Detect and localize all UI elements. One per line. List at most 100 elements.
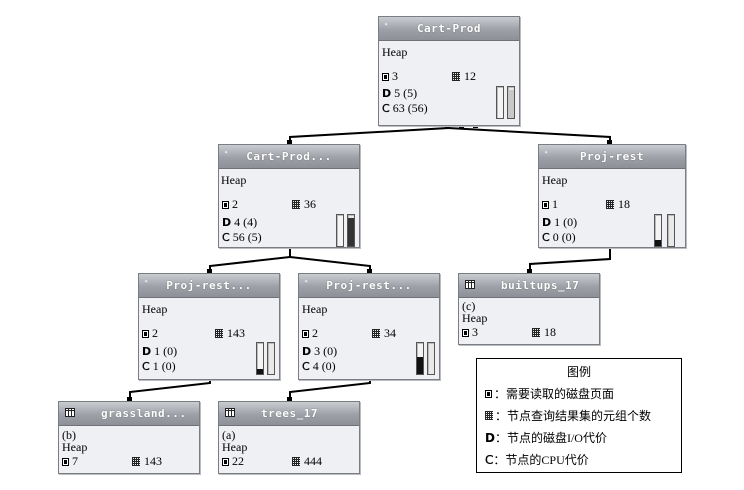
cpu-value: 0 (0)	[552, 230, 576, 244]
node-tag: (b)	[62, 428, 76, 442]
star-icon: ✦	[224, 148, 229, 156]
storage-type: Heap	[62, 440, 88, 454]
node-grassland[interactable]: grassland... (b) Heap 7 143	[58, 401, 200, 474]
disk-cost-icon: D	[142, 345, 152, 358]
cpu-value: 56 (5)	[232, 230, 262, 244]
legend-cpu-desc: ：节点的CPU代价	[493, 453, 589, 467]
legend-pages-desc: ：需要读取的磁盘页面	[494, 387, 615, 401]
connector-dot	[287, 397, 292, 402]
tuples-value: 18	[618, 197, 630, 211]
pages-value: 2	[312, 326, 318, 340]
pages-icon	[382, 73, 389, 81]
disk-cost-icon: D	[302, 345, 312, 358]
cpu-cost-icon: C	[542, 231, 550, 244]
node-title: trees_17	[261, 407, 318, 420]
node-title-bar[interactable]: ✦ Proj-rest...	[139, 274, 279, 298]
storage-type: Heap	[542, 173, 568, 187]
node-title-bar[interactable]: ✦ Cart-Prod	[379, 17, 519, 41]
star-icon: ✦	[384, 20, 389, 28]
pages-stat: 1	[542, 197, 558, 211]
pages-stat: 2	[142, 326, 158, 340]
cost-bar-2	[347, 214, 355, 247]
connector-dot	[607, 140, 612, 145]
tuples-stat: 444	[292, 454, 322, 468]
legend-tuples-desc: ：节点查询结果集的元组个数	[495, 409, 652, 423]
edge-root-projrest	[447, 127, 611, 143]
edge-cartprod-b	[289, 256, 371, 272]
tuples-stat: 36	[292, 197, 316, 211]
edge-projrest-builtups	[529, 246, 611, 272]
legend: 图例 ：需要读取的磁盘页面 ：节点查询结果集的元组个数 D ：节点的磁盘I/O代…	[476, 358, 682, 473]
connector-dot	[127, 397, 132, 402]
cost-bar-fill	[655, 239, 661, 246]
pages-value: 3	[392, 69, 398, 83]
tuples-stat: 143	[215, 326, 245, 340]
pages-stat: 2	[222, 197, 238, 211]
pages-icon	[222, 201, 229, 209]
cost-bar-1	[496, 86, 504, 119]
pages-value: 7	[72, 454, 78, 468]
disk-cost-icon: D	[542, 216, 552, 229]
tuples-stat: 18	[532, 325, 556, 339]
tuples-icon	[452, 72, 460, 81]
pages-icon	[462, 329, 469, 337]
node-trees[interactable]: trees_17 (a) Heap 22 444	[218, 401, 360, 474]
node-title: grassland...	[101, 407, 187, 420]
pages-value: 2	[152, 326, 158, 340]
node-title: builtups_17	[501, 279, 580, 292]
edge-cartprod-a	[209, 246, 291, 272]
connector-dot	[527, 269, 532, 274]
cpu-cost-icon: C	[222, 231, 230, 244]
node-title-bar[interactable]: builtups_17	[459, 274, 599, 298]
pages-icon	[62, 458, 69, 466]
tuples-stat: 12	[452, 69, 476, 83]
node-title-bar[interactable]: trees_17	[219, 402, 359, 426]
pages-icon	[222, 458, 229, 466]
table-icon	[65, 408, 75, 417]
storage-type: Heap	[221, 173, 247, 187]
pages-icon	[542, 201, 549, 209]
node-builtups[interactable]: builtups_17 (c) Heap 3 18	[458, 273, 600, 345]
tuples-icon	[132, 457, 140, 466]
pages-value: 22	[232, 454, 244, 468]
disk-value: 1 (0)	[154, 344, 178, 358]
disk-cost-icon: D	[382, 87, 392, 100]
tuples-value: 12	[464, 69, 476, 83]
legend-row-tuples: ：节点查询结果集的元组个数	[485, 407, 651, 424]
disk-value: 1 (0)	[554, 215, 578, 229]
tuples-icon	[485, 411, 493, 420]
disk-value: 5 (5)	[394, 86, 418, 100]
cost-bar-2	[507, 86, 515, 119]
cost-bar-1	[416, 342, 424, 375]
cost-bar-1	[256, 342, 264, 375]
node-title-bar[interactable]: ✦ Proj-rest...	[299, 274, 439, 298]
disk-value: 4 (4)	[234, 215, 258, 229]
legend-title: 图例	[566, 365, 591, 379]
node-title-bar[interactable]: ✦ Proj-rest	[539, 145, 685, 169]
disk-cost-icon: D	[485, 430, 495, 445]
node-title-bar[interactable]: grassland...	[59, 402, 199, 426]
tuples-value: 36	[304, 197, 316, 211]
cost-bar-fill	[257, 369, 263, 374]
connector-dot	[367, 269, 372, 274]
cpu-cost-icon: C	[485, 452, 494, 467]
node-title: Proj-rest	[579, 150, 645, 163]
pages-value: 1	[552, 197, 558, 211]
tuples-icon	[606, 200, 614, 209]
edge-b-trees	[289, 378, 371, 400]
cost-bar-2	[267, 342, 275, 375]
node-title-bar[interactable]: ✦ Cart-Prod...	[219, 145, 359, 169]
cpu-value: 1 (0)	[152, 359, 176, 373]
tuples-stat: 143	[132, 454, 162, 468]
